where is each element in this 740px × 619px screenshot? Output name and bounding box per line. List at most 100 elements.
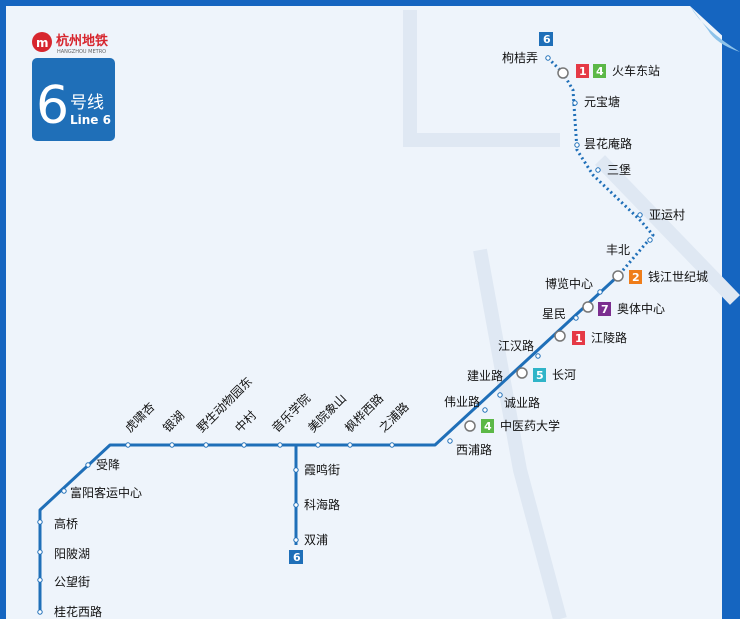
svg-text:6: 6 xyxy=(543,33,551,46)
terminus-badge-south: 6 xyxy=(289,550,303,564)
transfer-line-number: 1 xyxy=(575,332,583,345)
station-label: 奥体中心 xyxy=(617,301,665,316)
station-10[interactable]: 星民 xyxy=(542,307,579,321)
station-label: 建业路 xyxy=(467,368,503,383)
station-label: 阳陂湖 xyxy=(54,546,90,561)
station-marker xyxy=(169,442,175,448)
station-marker xyxy=(293,537,299,543)
station-label: 三堡 xyxy=(607,162,631,177)
station-marker xyxy=(647,237,653,243)
station-32[interactable]: 桂花西路 xyxy=(37,604,102,619)
track-section-main xyxy=(38,274,620,614)
station-12[interactable]: 江汉路 xyxy=(498,338,541,359)
station-16[interactable]: 伟业路 xyxy=(444,394,488,413)
line-badge-en: Line 6 xyxy=(70,113,111,127)
station-34[interactable]: 科海路 xyxy=(293,497,340,512)
station-2[interactable]: 元宝塘 xyxy=(572,94,620,109)
station-14[interactable]: 5 长河 xyxy=(516,367,576,382)
station-7[interactable]: 2 钱江世纪城 xyxy=(612,269,708,284)
station-6[interactable]: 丰北 xyxy=(606,237,653,257)
station-label: 江陵路 xyxy=(591,330,627,345)
transfer-line-number: 4 xyxy=(484,420,492,433)
station-30[interactable]: 阳陂湖 xyxy=(37,546,90,561)
station-label: 富阳客运中心 xyxy=(70,485,142,500)
station-marker xyxy=(637,212,643,218)
station-35[interactable]: 双浦 xyxy=(293,533,328,547)
station-marker xyxy=(535,353,541,359)
station-3[interactable]: 昙花庵路 xyxy=(574,136,632,151)
transfer-line-badge xyxy=(572,331,585,345)
station-marker xyxy=(85,462,91,468)
station-label: 受降 xyxy=(96,458,120,472)
station-18[interactable]: 西浦路 xyxy=(447,438,492,457)
station-label: 亚运村 xyxy=(649,208,685,222)
station-9[interactable]: 7 奥体中心 xyxy=(582,301,665,316)
station-marker xyxy=(389,442,395,448)
station-33[interactable]: 霞鸣街 xyxy=(293,462,340,477)
station-label: 桂花西路 xyxy=(54,604,102,619)
transfer-line-number: 2 xyxy=(632,271,640,284)
transfer-line-number: 5 xyxy=(536,369,544,382)
station-marker xyxy=(545,55,551,61)
station-label: 星民 xyxy=(542,307,566,321)
transfer-line-badge xyxy=(481,419,494,433)
terminus-badge-north: 6 xyxy=(539,32,553,46)
transfer-line-number: 4 xyxy=(596,65,604,78)
transfer-line-badge xyxy=(629,270,642,284)
station-marker xyxy=(595,167,601,173)
station-marker xyxy=(37,609,43,615)
logo-name-cn: 杭州地铁 xyxy=(56,33,108,49)
station-marker xyxy=(61,488,67,494)
line-badge: 6 号线 Line 6 xyxy=(32,58,115,141)
svg-text:m: m xyxy=(36,36,49,50)
station-marker xyxy=(277,442,283,448)
station-label: 枸桔弄 xyxy=(502,50,538,65)
station-marker xyxy=(597,289,603,295)
station-marker xyxy=(293,502,299,508)
station-marker xyxy=(241,442,247,448)
station-11[interactable]: 1 江陵路 xyxy=(554,330,627,345)
transfer-line-number: 1 xyxy=(579,65,587,78)
station-8[interactable]: 博览中心 xyxy=(545,276,603,295)
transfer-line-number: 7 xyxy=(601,303,609,316)
svg-text:6: 6 xyxy=(293,551,301,564)
station-0[interactable]: 枸桔弄 xyxy=(502,50,551,65)
station-label: 江汉路 xyxy=(498,338,534,353)
transfer-station-marker xyxy=(612,270,624,282)
transfer-station-marker xyxy=(516,367,528,379)
station-17[interactable]: 4 中医药大学 xyxy=(464,418,560,433)
station-27[interactable]: 受降 xyxy=(85,458,120,472)
station-4[interactable]: 三堡 xyxy=(595,162,631,177)
station-marker xyxy=(482,407,488,413)
station-label: 双浦 xyxy=(304,533,328,547)
station-marker xyxy=(125,442,131,448)
line-badge-number: 6 xyxy=(36,76,69,136)
transfer-station-marker xyxy=(554,330,566,342)
station-label: 霞鸣街 xyxy=(304,462,340,477)
station-marker xyxy=(203,442,209,448)
station-label: 火车东站 xyxy=(612,63,660,78)
station-15[interactable]: 诚业路 xyxy=(497,392,540,410)
station-marker xyxy=(573,315,579,321)
metro-logo-icon xyxy=(32,32,52,52)
station-label: 长河 xyxy=(552,368,576,382)
station-31[interactable]: 公望街 xyxy=(37,575,90,589)
station-marker xyxy=(447,438,453,444)
transfer-line-badge xyxy=(593,64,606,78)
station-marker xyxy=(37,519,43,525)
hangzhou-metro-logo: m 杭州地铁 HANGZHOU METRO xyxy=(32,32,108,55)
station-marker xyxy=(572,100,578,106)
station-label: 科海路 xyxy=(304,497,340,512)
transfer-line-badge xyxy=(598,302,611,316)
station-label: 元宝塘 xyxy=(584,94,620,109)
station-29[interactable]: 高桥 xyxy=(37,516,78,531)
transfer-line-badge xyxy=(576,64,589,78)
station-label: 丰北 xyxy=(606,243,630,257)
station-5[interactable]: 亚运村 xyxy=(637,208,685,222)
background-roads xyxy=(403,10,740,619)
station-28[interactable]: 富阳客运中心 xyxy=(61,485,142,500)
station-label: 钱江世纪城 xyxy=(648,269,708,284)
station-label: 中医药大学 xyxy=(500,418,560,433)
line-badge-cn: 号线 xyxy=(70,93,104,113)
